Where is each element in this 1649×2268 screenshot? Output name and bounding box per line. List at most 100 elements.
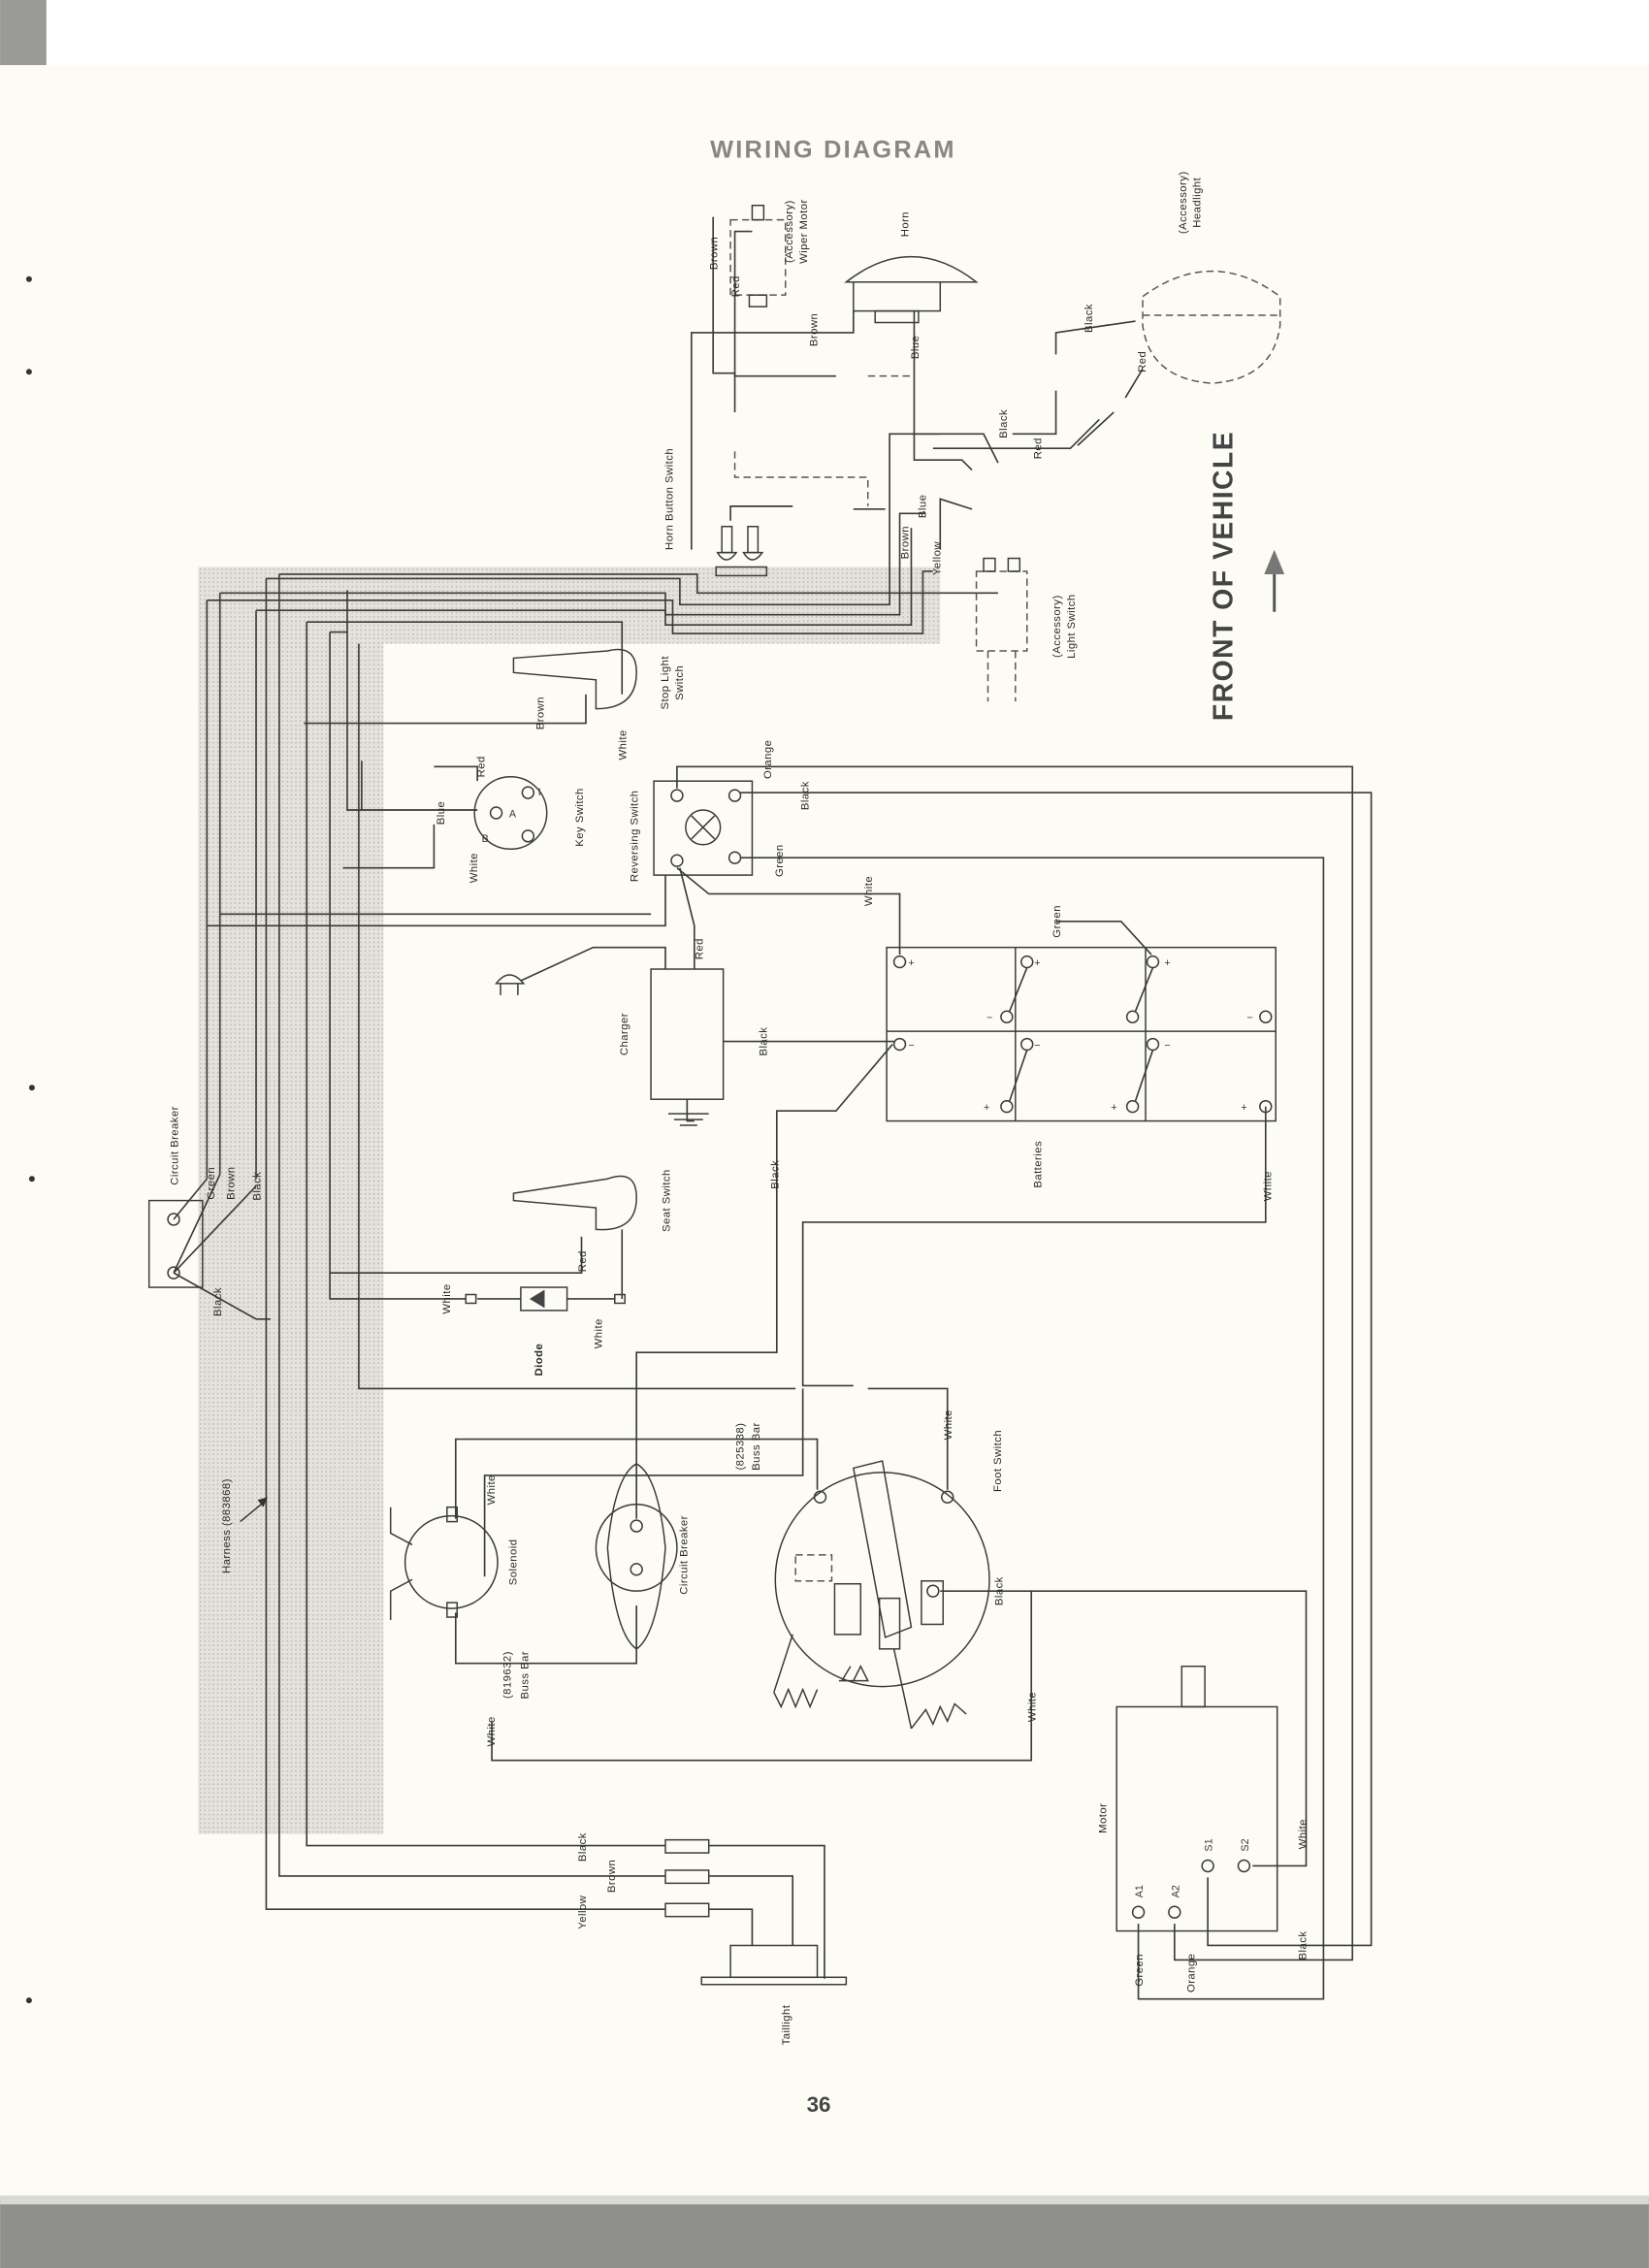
seat-switch: Seat Switch [512, 1169, 672, 1232]
svg-text:Brown: Brown [709, 237, 721, 270]
buss-bars: (819632) Buss Bar (825338) Buss Bar [501, 1422, 761, 1699]
svg-text:Solenoid: Solenoid [507, 1539, 519, 1586]
svg-text:FRONT OF VEHICLE: FRONT OF VEHICLE [1208, 431, 1239, 721]
svg-text:Black: Black [800, 781, 812, 810]
svg-text:(Accessory): (Accessory) [1178, 171, 1189, 234]
svg-text:Brown: Brown [535, 697, 547, 729]
svg-text:Brown: Brown [226, 1167, 238, 1200]
svg-text:Red: Red [476, 756, 488, 777]
svg-text:+: + [984, 1102, 989, 1114]
svg-text:Red: Red [577, 1250, 589, 1272]
svg-text:White: White [863, 876, 875, 906]
headlight: (Accessory) Headlight [1142, 171, 1281, 384]
svg-text:+: + [1164, 957, 1170, 969]
svg-text:+: + [908, 957, 914, 969]
page-number: 36 [807, 2092, 831, 2117]
svg-text:Green: Green [1134, 1954, 1146, 1987]
svg-text:Reversing Switch: Reversing Switch [630, 791, 641, 883]
circuit-breaker: Circuit Breaker [595, 1463, 690, 1650]
svg-text:A2: A2 [1170, 1885, 1181, 1897]
motor: A1 A2 S1 S2 Motor [1098, 1665, 1278, 1932]
svg-text:Horn: Horn [899, 211, 911, 237]
svg-text:Blue: Blue [910, 336, 922, 359]
svg-text:White: White [441, 1283, 453, 1313]
svg-text:Black: Black [769, 1160, 781, 1189]
diode: Diode [465, 1286, 626, 1377]
svg-text:Red: Red [730, 275, 742, 297]
svg-text:Harness (883868): Harness (883868) [221, 1478, 233, 1573]
svg-text:White: White [486, 1474, 498, 1505]
svg-text:Orange: Orange [762, 740, 774, 779]
svg-text:Black: Black [993, 1576, 1005, 1605]
batteries: + − − − + − − + + + + Batteries [886, 946, 1277, 1188]
svg-text:Batteries: Batteries [1033, 1141, 1045, 1188]
svg-text:(Accessory): (Accessory) [1051, 595, 1063, 658]
page-title: WIRING DIAGRAM [710, 137, 956, 164]
svg-text:Charger: Charger [619, 1013, 630, 1055]
svg-text:Yellow: Yellow [931, 541, 943, 575]
arrow-icon [257, 1497, 268, 1507]
svg-text:(825338): (825338) [734, 1423, 746, 1471]
taillight: Taillight [664, 1838, 848, 2045]
svg-text:Black: Black [998, 409, 1010, 438]
svg-text:Horn Button Switch: Horn Button Switch [663, 448, 675, 550]
svg-text:White: White [618, 729, 630, 760]
svg-text:Orange: Orange [1186, 1954, 1198, 1993]
svg-text:Light Switch: Light Switch [1066, 594, 1078, 658]
svg-text:Black: Black [1298, 1931, 1310, 1960]
svg-text:−: − [1246, 1013, 1252, 1024]
svg-text:Green: Green [1051, 905, 1063, 938]
svg-text:Black: Black [577, 1832, 589, 1862]
svg-text:Headlight: Headlight [1192, 177, 1204, 227]
svg-text:Black: Black [251, 1172, 263, 1201]
svg-text:Diode: Diode [534, 1344, 545, 1377]
svg-text:S1: S1 [1204, 1838, 1215, 1851]
svg-text:−: − [986, 1013, 992, 1024]
wire-labels: Brown Red Brown Blue Black Red Black Red… [206, 237, 1310, 1993]
svg-text:Circuit Breaker: Circuit Breaker [169, 1106, 180, 1185]
svg-text:Black: Black [758, 1027, 769, 1056]
svg-text:Green: Green [774, 844, 786, 877]
svg-text:White: White [486, 1716, 498, 1746]
svg-text:−: − [1034, 1040, 1040, 1052]
charger: Charger [495, 968, 725, 1126]
harness-label: Harness (883868) [221, 1478, 268, 1573]
svg-text:Wiper Motor: Wiper Motor [798, 199, 810, 264]
wiper-motor: (Accessory) Wiper Motor [729, 199, 810, 308]
svg-text:Blue: Blue [917, 495, 928, 518]
wires [173, 216, 1373, 2000]
scan-bottom-edge [0, 2195, 1649, 2268]
svg-text:(819632): (819632) [501, 1651, 513, 1699]
svg-text:−: − [908, 1040, 914, 1052]
svg-text:White: White [943, 1409, 954, 1440]
plug-icon [495, 974, 526, 995]
solenoid: Solenoid [389, 1506, 519, 1620]
svg-text:Seat Switch: Seat Switch [661, 1169, 672, 1232]
svg-text:+: + [1111, 1102, 1116, 1114]
key-switch: A I B Key Switch [473, 775, 586, 851]
svg-text:B: B [482, 833, 489, 845]
svg-text:Taillight: Taillight [781, 2004, 792, 2045]
svg-text:−: − [1164, 1040, 1170, 1052]
svg-text:A1: A1 [1134, 1885, 1146, 1897]
svg-text:Black: Black [1083, 304, 1095, 333]
horn: Horn [844, 211, 979, 324]
svg-text:Brown: Brown [899, 526, 911, 559]
binder-holes [25, 275, 35, 2004]
svg-text:Buss Bar: Buss Bar [519, 1651, 531, 1700]
svg-text:Brown: Brown [809, 313, 821, 346]
svg-text:White: White [469, 853, 480, 883]
svg-text:White: White [593, 1318, 604, 1348]
ground-icon [667, 1113, 709, 1126]
foot-switch: Foot Switch [773, 1430, 1004, 1730]
svg-text:+: + [1241, 1102, 1246, 1114]
svg-text:Stop Light: Stop Light [660, 656, 671, 710]
svg-text:I: I [538, 787, 541, 798]
svg-text:Switch: Switch [674, 665, 686, 700]
svg-text:Foot Switch: Foot Switch [992, 1430, 1004, 1492]
svg-text:A: A [509, 808, 517, 820]
svg-text:White: White [1298, 1819, 1310, 1849]
svg-text:White: White [1263, 1171, 1275, 1201]
svg-text:White: White [1027, 1692, 1039, 1722]
